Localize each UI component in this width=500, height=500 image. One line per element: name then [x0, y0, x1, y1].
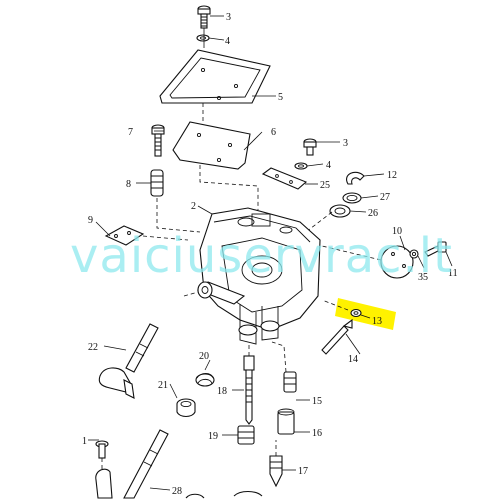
label-6: 6 [271, 127, 276, 138]
jet-16 [277, 408, 295, 435]
o-ring-26 [329, 204, 351, 218]
label-12: 12 [387, 170, 397, 181]
label-28: 28 [172, 486, 182, 497]
gasket-6 [172, 121, 251, 170]
watermark-text: vaiciuservrac.lt [70, 228, 453, 284]
label-16: 16 [312, 428, 322, 439]
screw-1 [95, 440, 109, 459]
shaft-22 [98, 323, 159, 399]
screw-7 [151, 124, 165, 157]
label-1: 1 [82, 436, 87, 447]
label-11: 11 [448, 268, 458, 279]
label-10: 10 [392, 226, 402, 237]
part-9 [104, 225, 145, 246]
label-20: 20 [199, 351, 209, 362]
label-3-right: 3 [343, 138, 348, 149]
label-2: 2 [191, 201, 196, 212]
label-18: 18 [217, 386, 227, 397]
part-25 [261, 167, 308, 190]
label-22: 22 [88, 342, 98, 353]
label-27: 27 [380, 192, 390, 203]
label-4-top: 4 [225, 36, 230, 47]
screw-11 [424, 241, 447, 257]
clip-12 [346, 171, 365, 185]
diaphragm-10 [380, 245, 414, 279]
jet-15 [283, 371, 297, 393]
label-3-top: 3 [226, 12, 231, 23]
label-25: 25 [320, 180, 330, 191]
label-26: 26 [368, 208, 378, 219]
screw-18 [243, 355, 255, 425]
label-9: 9 [88, 215, 93, 226]
label-17: 17 [298, 466, 308, 477]
label-5: 5 [278, 92, 283, 103]
screw-19 [237, 425, 255, 445]
screw-3-top [197, 5, 211, 29]
label-8: 8 [126, 179, 131, 190]
part-13 [350, 308, 362, 318]
needle-14 [321, 318, 353, 355]
label-14: 14 [348, 354, 358, 365]
label-35: 35 [418, 272, 428, 283]
washer-35 [409, 249, 419, 259]
throttle-lever [196, 281, 246, 305]
label-7: 7 [128, 127, 133, 138]
washer-4-top [196, 34, 210, 42]
gasket-5 [159, 49, 271, 104]
washer-4-right [294, 162, 308, 170]
label-21: 21 [158, 380, 168, 391]
screw-3-right [303, 138, 317, 156]
o-ring-27 [342, 192, 362, 204]
part-13-highlight [335, 298, 396, 330]
spring-20 [195, 373, 215, 387]
label-4-right: 4 [326, 160, 331, 171]
label-13: 13 [372, 316, 382, 327]
needle-17 [269, 455, 283, 488]
spring-8 [150, 169, 164, 197]
label-19: 19 [208, 431, 218, 442]
shaft-28 [95, 429, 169, 499]
label-15: 15 [312, 396, 322, 407]
bushing-21 [176, 398, 196, 418]
